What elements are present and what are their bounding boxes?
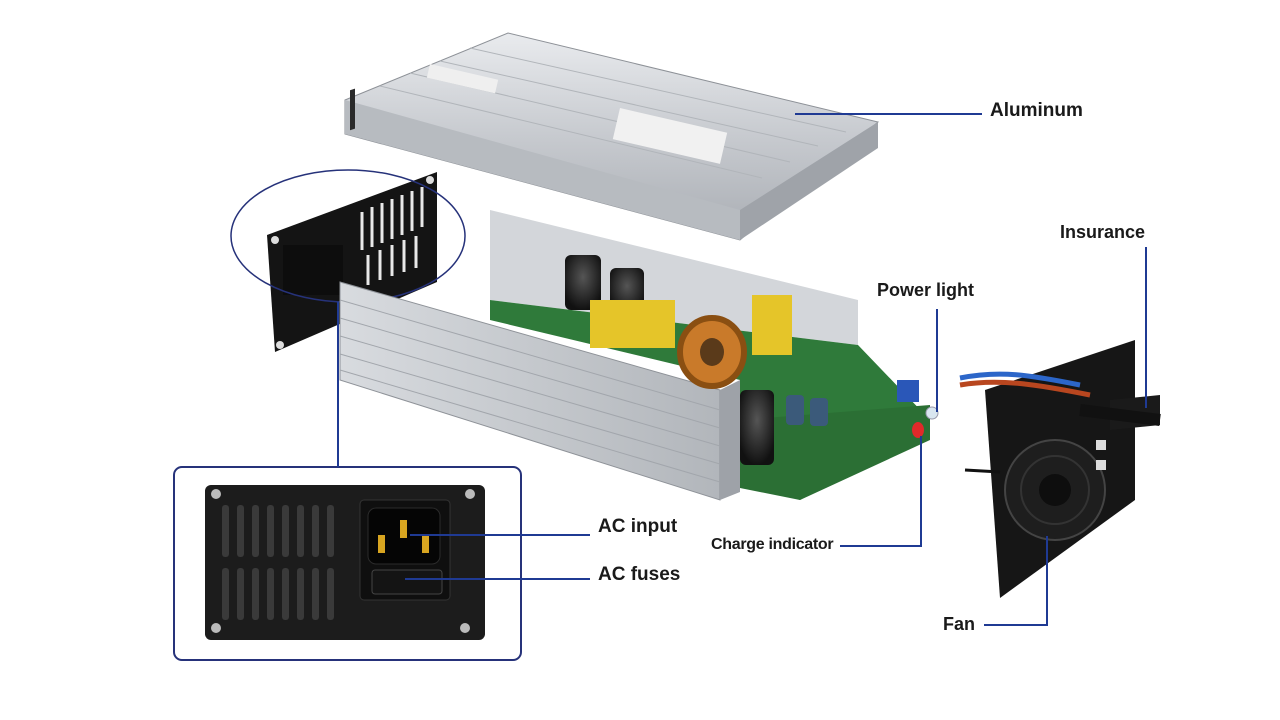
leader-fan — [984, 536, 1048, 626]
label-ac-input: AC input — [598, 516, 678, 537]
ac-fuse-drawer — [371, 569, 443, 595]
pcb-board — [490, 255, 939, 500]
capacitor — [740, 390, 774, 465]
leader-charge-indicator — [840, 436, 922, 547]
leader-lines — [337, 113, 1147, 626]
label-insurance: Insurance — [1060, 222, 1146, 242]
label-power-light: Power light — [877, 280, 975, 300]
right-end-panel — [959, 340, 1161, 598]
charge-led — [912, 422, 924, 438]
cover-spec-sticker — [612, 108, 728, 164]
capacitor — [565, 255, 601, 310]
transformer — [752, 295, 792, 355]
power-led — [925, 406, 939, 420]
label-ac-fuses: AC fuses — [598, 564, 681, 585]
label-charge-indicator: Charge indicator — [711, 536, 834, 553]
inset-ac-panel — [205, 485, 485, 640]
cover-label-sticker — [426, 64, 499, 94]
potentiometer — [897, 380, 919, 402]
aluminum-cover — [344, 32, 880, 241]
left-end-panel — [267, 88, 437, 352]
label-fan: Fan — [943, 614, 976, 634]
label-aluminum: Aluminum — [990, 100, 1083, 121]
transformer — [590, 300, 675, 348]
